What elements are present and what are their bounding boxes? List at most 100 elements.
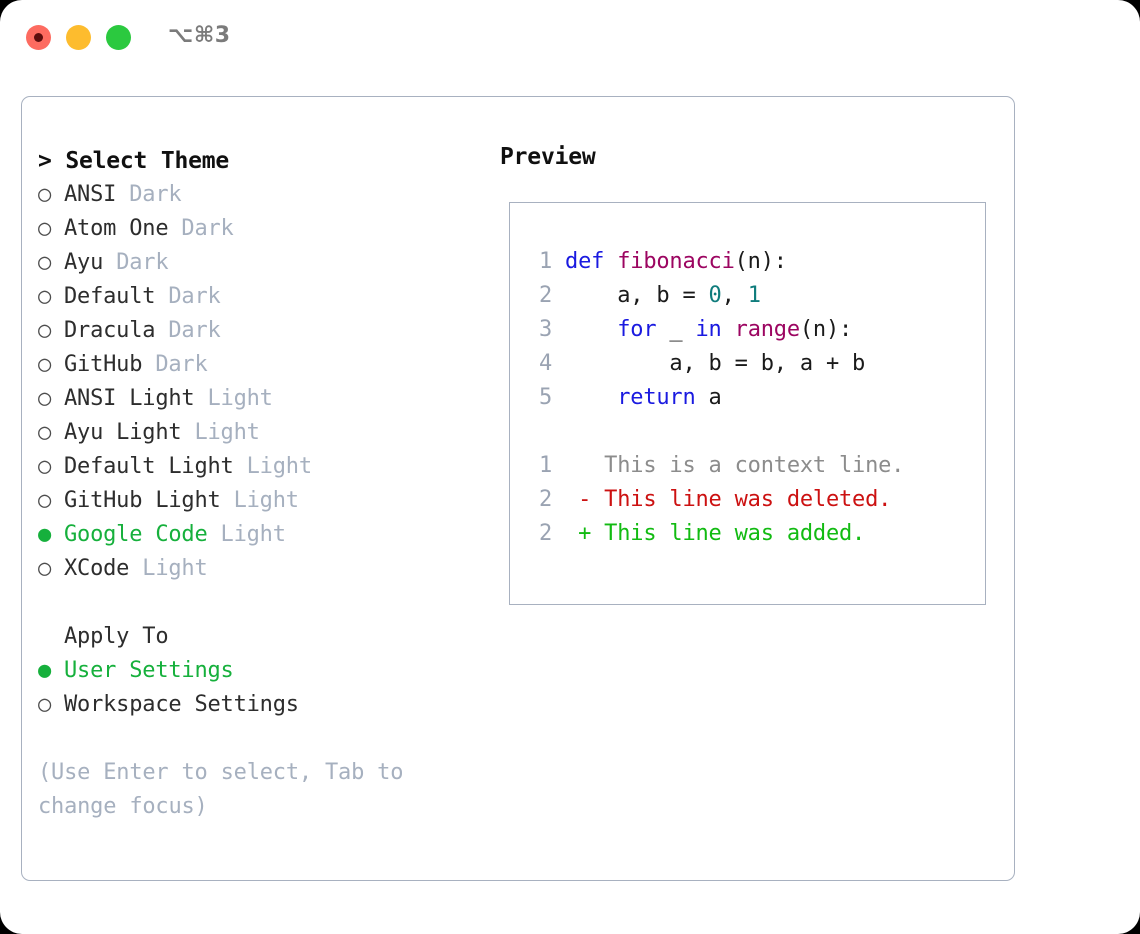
- theme-variant-tag: Dark: [168, 318, 221, 343]
- label-gap: [234, 454, 247, 479]
- theme-option-xcode[interactable]: ○ XCode Light: [38, 552, 488, 586]
- label-gap: [142, 352, 155, 377]
- theme-option-ansi[interactable]: ○ANSI Dark: [38, 178, 488, 212]
- theme-option-dracula[interactable]: ○ Dracula Dark: [38, 314, 488, 348]
- code-token-function: range: [734, 317, 800, 342]
- radio-unselected-icon: ○: [38, 692, 52, 717]
- code-token-plain: ,: [721, 283, 748, 308]
- preview-title: Preview: [500, 144, 596, 170]
- theme-option-google-code[interactable]: ● Google Code Light: [38, 518, 488, 552]
- theme-option-github[interactable]: ○GitHub Dark: [38, 348, 488, 382]
- code-token-plain: [565, 385, 617, 410]
- theme-option-label: Atom One: [64, 216, 169, 241]
- theme-picker: > Select Theme ○ANSI Dark○Atom One Dark○…: [38, 144, 488, 824]
- keyboard-hint: (Use Enter to select, Tab to change focu…: [38, 760, 404, 819]
- theme-option-label: Google Code: [64, 522, 208, 547]
- gutter-gap: [552, 249, 565, 274]
- diff-text: This line was added.: [591, 521, 866, 546]
- code-token-plain: a: [695, 385, 722, 410]
- diff-sign: -: [578, 487, 592, 512]
- maximize-button[interactable]: [106, 25, 131, 50]
- diff-sign: +: [578, 521, 592, 546]
- label-gap: [194, 386, 207, 411]
- radio-unselected-icon: ○: [38, 386, 52, 411]
- code-line: 4 a, b = b, a + b: [524, 347, 979, 381]
- hint-spacer: [38, 722, 488, 756]
- line-number: 5: [538, 385, 552, 410]
- prompt-caret-icon: >: [38, 148, 52, 174]
- theme-variant-tag: Light: [233, 488, 299, 513]
- theme-option-default[interactable]: ○Default Dark: [38, 280, 488, 314]
- line-number: 1: [538, 249, 552, 274]
- line-number: 4: [538, 351, 552, 376]
- diff-line-added: 2 + This line was added.: [524, 517, 979, 551]
- theme-picker-header: > Select Theme: [38, 144, 488, 178]
- theme-variant-tag: Light: [207, 386, 273, 411]
- line-number: 1: [538, 453, 552, 478]
- radio-unselected-icon: ○: [38, 318, 52, 343]
- radio-unselected-icon: ○: [38, 420, 52, 445]
- window-controls: [26, 25, 131, 50]
- code-blank-line: [524, 415, 979, 449]
- theme-option-ansi-light[interactable]: ○ANSI Light Light: [38, 382, 488, 416]
- label-gap: [103, 250, 116, 275]
- theme-list: ○ANSI Dark○Atom One Dark○Ayu Dark○Defaul…: [38, 178, 488, 586]
- apply-to-option-label: User Settings: [64, 658, 234, 683]
- gutter-gap: [552, 385, 565, 410]
- gutter-gap: [552, 283, 565, 308]
- code-token-punct: (n):: [799, 317, 853, 342]
- code-token-plain: [722, 317, 735, 342]
- theme-picker-title: Select Theme: [65, 148, 230, 174]
- gutter-gap: [552, 487, 578, 512]
- apply-to-option-workspace-settings[interactable]: ○ Workspace Settings: [38, 688, 488, 722]
- theme-option-label: Dracula: [64, 318, 156, 343]
- theme-variant-tag: Dark: [129, 182, 182, 207]
- close-button[interactable]: [26, 25, 51, 50]
- apply-to-list: ● User Settings ○ Workspace Settings: [38, 654, 488, 722]
- apply-to-option-user-settings[interactable]: ● User Settings: [38, 654, 488, 688]
- theme-option-ayu[interactable]: ○Ayu Dark: [38, 246, 488, 280]
- code-token-plain: a, b =: [565, 283, 709, 308]
- theme-variant-tag: Dark: [116, 250, 169, 275]
- theme-option-ayu-light[interactable]: ○Ayu Light Light: [38, 416, 488, 450]
- diff-lines: 1 This is a context line. 2 - This line w…: [524, 449, 979, 551]
- diff-text: This line was deleted.: [591, 487, 892, 512]
- code-token-keyword: in: [695, 317, 722, 342]
- line-number: 2: [538, 521, 552, 546]
- theme-variant-tag: Light: [220, 522, 286, 547]
- code-line: 1 def fibonacci(n):: [524, 245, 979, 279]
- radio-unselected-icon: ○: [38, 216, 52, 241]
- line-number: 3: [538, 317, 552, 342]
- label-gap: [129, 556, 142, 581]
- theme-option-label: GitHub: [64, 352, 143, 377]
- theme-option-default-light[interactable]: ○Default Light Light: [38, 450, 488, 484]
- code-token-keyword: def: [565, 249, 618, 274]
- theme-variant-tag: Dark: [181, 216, 234, 241]
- theme-variant-tag: Light: [194, 420, 260, 445]
- code-token-function: fibonacci: [617, 249, 735, 274]
- theme-variant-tag: Light: [142, 556, 208, 581]
- code-token-plain: _: [656, 317, 696, 342]
- code-token-plain: [565, 317, 617, 342]
- apply-to-option-label: Workspace Settings: [64, 692, 299, 717]
- line-number: 2: [538, 487, 552, 512]
- theme-variant-tag: Light: [246, 454, 312, 479]
- theme-option-github-light[interactable]: ○GitHub Light Light: [38, 484, 488, 518]
- label-gap: [181, 420, 194, 445]
- radio-unselected-icon: ○: [38, 556, 52, 581]
- code-token-plain: a, b = b, a + b: [565, 351, 866, 376]
- radio-unselected-icon: ○: [38, 284, 52, 309]
- radio-selected-icon: ●: [38, 658, 52, 683]
- theme-option-label: XCode: [64, 556, 130, 581]
- minimize-button[interactable]: [66, 25, 91, 50]
- theme-option-atom-one[interactable]: ○ Atom One Dark: [38, 212, 488, 246]
- radio-unselected-icon: ○: [38, 454, 52, 479]
- diff-line-context: 1 This is a context line.: [524, 449, 979, 483]
- preview-pane: Preview 1 def fibonacci(n):2 a, b = 0, 1…: [500, 144, 990, 605]
- radio-selected-icon: ●: [38, 522, 52, 547]
- code-token-punct: (n):: [734, 249, 787, 274]
- code-line: 2 a, b = 0, 1: [524, 279, 979, 313]
